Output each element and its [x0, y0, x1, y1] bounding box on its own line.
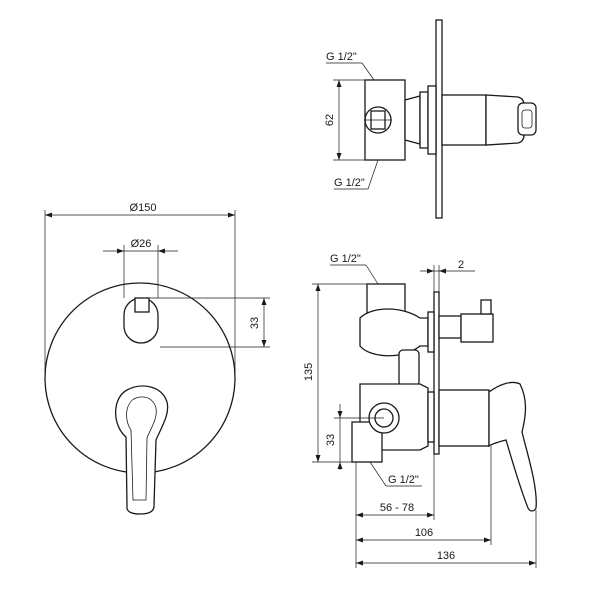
side-thread-upper: G 1/2" — [330, 253, 379, 285]
side-lever-handle — [488, 381, 537, 512]
dim-label-knob-offset: 33 — [249, 317, 261, 329]
label-top-thread-lower: G 1/2" — [334, 177, 365, 189]
side-lever-sleeve — [438, 389, 490, 447]
dim-label-plate-thickness: 2 — [458, 259, 464, 271]
top-plate-edge — [435, 19, 443, 219]
side-upper-nut — [427, 311, 435, 353]
top-coupling — [404, 95, 421, 145]
side-knob-stem — [480, 299, 492, 315]
label-side-thread-lower: G 1/2" — [388, 474, 419, 486]
top-handle-sleeve — [441, 94, 487, 146]
side-knob-base — [438, 315, 462, 339]
lever-handle-inner — [126, 396, 157, 501]
side-plate-edge — [433, 291, 440, 455]
dim-label-depth-136: 136 — [437, 550, 455, 562]
dim-label-top-height: 62 — [324, 114, 336, 126]
lever-handle — [114, 385, 169, 515]
dim-label-depth-106: 106 — [415, 527, 433, 539]
diverter-knob-tip — [134, 297, 150, 313]
dim-label-side-lower-offset: 33 — [325, 434, 337, 446]
side-knob-body — [460, 313, 494, 343]
dim-depth-106: 106 — [356, 446, 492, 545]
dim-plate-thickness: 2 — [420, 259, 475, 292]
side-view: 2 G 1/2" 135 33 G 1/2" — [303, 253, 537, 568]
side-lower-inlet — [351, 421, 383, 463]
side-main-body — [359, 308, 429, 357]
dim-side-height: 135 — [303, 283, 367, 463]
dim-knob-offset: 33 — [140, 297, 270, 348]
label-side-thread-upper: G 1/2" — [330, 253, 361, 265]
top-thread-upper: G 1/2" — [326, 51, 375, 81]
side-lower-nut — [427, 391, 435, 443]
top-view: 62 G 1/2" G 1/2" — [324, 19, 537, 219]
top-thread-lower: G 1/2" — [334, 159, 379, 190]
dim-label-side-height: 135 — [303, 363, 315, 381]
dim-knob-diameter: Ø26 — [103, 238, 178, 298]
top-nut-2 — [427, 85, 437, 155]
dim-label-knob-diameter: Ø26 — [131, 238, 152, 250]
top-handle-tip — [517, 102, 537, 136]
top-nut-1 — [419, 91, 429, 149]
dim-front-diameter: Ø150 — [44, 202, 236, 378]
dim-depth-136: 136 — [356, 510, 537, 568]
label-top-thread-upper: G 1/2" — [326, 51, 357, 63]
dim-label-front-diameter: Ø150 — [130, 202, 157, 214]
front-view: Ø150 Ø26 33 — [44, 202, 270, 515]
dim-label-depth-range: 56 - 78 — [380, 502, 414, 514]
side-thread-lower: G 1/2" — [369, 461, 422, 487]
side-connector-pipe — [398, 349, 420, 387]
dim-top-height: 62 — [324, 79, 400, 161]
dim-side-lower-offset: 33 — [325, 404, 384, 470]
dim-depth-range: 56 - 78 — [355, 454, 435, 568]
